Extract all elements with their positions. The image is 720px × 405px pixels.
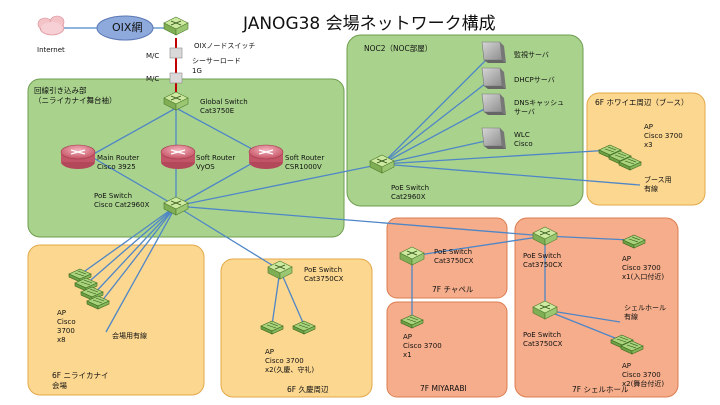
soft-router-vyos-icon bbox=[160, 144, 196, 170]
foyer-ap-label: AP Cisco 3700 x3 bbox=[644, 123, 683, 149]
nirai-wired-label: 会場用有線 bbox=[112, 332, 147, 340]
shell-switch1-label: PoE Switch Cat3750CX bbox=[523, 252, 563, 269]
wlc-server-icon bbox=[481, 127, 507, 150]
shell-switch2-label: PoE Switch Cat3750CX bbox=[523, 331, 563, 348]
poe-core-label: PoE Switch Cisco Cat2960X bbox=[94, 192, 150, 209]
page-title: JANOG38 会場ネットワーク構成 bbox=[243, 14, 496, 34]
oix-cloud bbox=[96, 15, 154, 41]
main-router-label: Main Router Cisco 3925 bbox=[97, 154, 140, 171]
shell-wired-label: シェルホール 有線 bbox=[624, 304, 666, 321]
soft-router-csr-icon bbox=[248, 144, 284, 170]
seaserve-label: シーサーロード bbox=[192, 57, 241, 65]
mc-bottom-icon bbox=[169, 72, 183, 84]
server-label-1: DHCPサーバ bbox=[514, 76, 555, 84]
global-switch-label: Global Switch Cat3750E bbox=[200, 98, 248, 115]
mc-top-icon bbox=[169, 47, 183, 59]
server-label-0: 監視サーバ bbox=[514, 51, 549, 59]
internet-cloud-icon bbox=[37, 15, 65, 36]
zone-foyer-title: 6F ホワイエ周辺（ブース） bbox=[595, 98, 689, 107]
shell-ap1-label: AP Cisco 3700 x1(入口付近) bbox=[622, 255, 665, 281]
zone-nirai bbox=[27, 244, 205, 396]
soft-router-vyos-label: Soft Router VyOS bbox=[196, 154, 236, 171]
zone-miyarabi-title: 7F MIYARABI bbox=[420, 384, 467, 393]
foyer-wired-label: ブース用 有線 bbox=[644, 176, 672, 193]
nirai-ap-label: AP Cisco 3700 x8 bbox=[57, 309, 76, 344]
monitor-server-icon bbox=[481, 41, 507, 64]
zone-kuba-title: 6F 久慶周辺 bbox=[287, 385, 329, 394]
mc-bottom-label: M/C bbox=[146, 75, 160, 83]
server-label-3: WLC Cisco bbox=[514, 131, 533, 148]
main-router-icon bbox=[60, 144, 96, 170]
chapel-switch-label: PoE Switch Cat3750CX bbox=[434, 248, 474, 265]
kuba-switch-label: PoE Switch Cat3750CX bbox=[304, 266, 344, 283]
zone-shell bbox=[514, 217, 679, 398]
zone-foyer bbox=[586, 92, 706, 206]
dns-server-icon bbox=[481, 93, 507, 116]
internet-label: Internet bbox=[37, 46, 65, 54]
zone-noc bbox=[346, 34, 584, 207]
oix-switch-label: OIXノードスイッチ bbox=[194, 42, 256, 50]
soft-router-csr-label: Soft Router CSR1000V bbox=[285, 154, 325, 171]
speed-label: 1G bbox=[192, 67, 202, 75]
zone-chapel-title: 7F チャペル bbox=[432, 285, 474, 294]
zone-shell-title: 7F シェルホール bbox=[572, 385, 629, 394]
oix-switch-icon bbox=[163, 16, 189, 36]
zone-chapel bbox=[386, 217, 508, 299]
zone-noc-title: NOC2（NOC部屋） bbox=[364, 44, 433, 53]
kuba-ap-label: AP Cisco 3700 x2(久慶、守礼) bbox=[265, 348, 315, 374]
dhcp-server-icon bbox=[481, 67, 507, 90]
miyarabi-ap-label: AP Cisco 3700 x1 bbox=[403, 333, 442, 359]
oix-label: OIX網 bbox=[112, 21, 143, 34]
server-label-2: DNSキャッシュ サーバ bbox=[514, 99, 565, 116]
zone-core-title: 回線引き込み部 （ニライカナイ舞台袖） bbox=[34, 86, 117, 105]
noc-switch-label: PoE Switch Cat2960X bbox=[391, 184, 430, 201]
shell-ap2-label: AP Cisco 3700 x2(舞台付近) bbox=[622, 362, 665, 388]
links bbox=[77, 55, 641, 343]
mc-top-label: M/C bbox=[146, 52, 160, 60]
zone-nirai-title: 6F ニライカナイ 会場 bbox=[52, 371, 109, 390]
